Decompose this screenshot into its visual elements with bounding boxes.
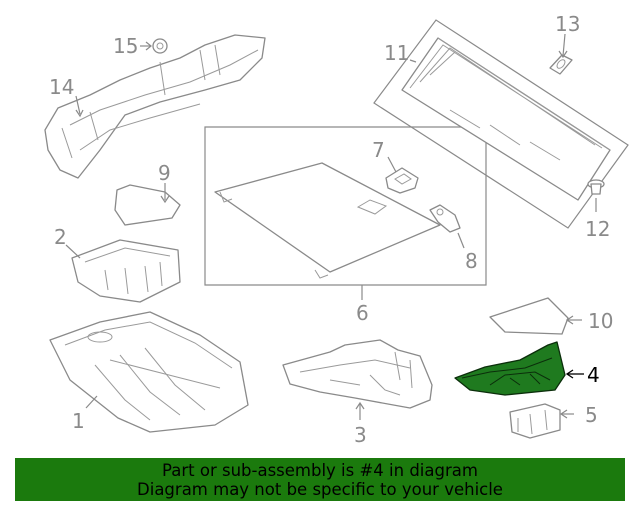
callout-3: 3 [354, 423, 367, 447]
group-box-6 [204, 126, 487, 286]
part-15-clip [152, 38, 168, 54]
part-1-tub [49, 311, 249, 433]
leader-lines [65, 33, 597, 420]
callout-7: 7 [372, 138, 385, 162]
part-12-fastener [587, 179, 605, 195]
callout-1: 1 [72, 409, 85, 433]
callout-8: 8 [465, 249, 478, 273]
part-13-clip [549, 54, 573, 75]
part-7-clip [385, 167, 419, 194]
part-4-highlighted [454, 341, 566, 396]
callout-9: 9 [158, 161, 171, 185]
callout-2: 2 [54, 225, 67, 249]
callout-15: 15 [113, 34, 138, 58]
part-6-cover-board [214, 162, 441, 279]
part-10-panel [489, 297, 569, 335]
info-banner: Part or sub-assembly is #4 in diagram Di… [15, 458, 625, 501]
part-5-bracket [509, 403, 561, 439]
callout-11: 11 [384, 41, 409, 65]
callout-4: 4 [587, 363, 600, 387]
callout-10: 10 [588, 309, 613, 333]
part-11-package-shelf [401, 37, 611, 201]
banner-line-1: Part or sub-assembly is #4 in diagram [162, 461, 478, 480]
parts-diagram: 15 14 9 2 1 6 7 8 11 13 12 10 4 3 5 [44, 12, 629, 447]
callout-6: 6 [356, 301, 369, 325]
callout-12: 12 [585, 217, 610, 241]
banner-line-2: Diagram may not be specific to your vehi… [137, 480, 503, 499]
group-box-11 [373, 19, 629, 229]
part-14-rear-panel [44, 34, 266, 179]
part-9-bracket [114, 184, 181, 226]
callout-14: 14 [49, 75, 74, 99]
part-8-hook [429, 204, 461, 233]
part-2-tray [71, 239, 181, 303]
part-3-foam-insert [282, 339, 433, 409]
callout-5: 5 [585, 403, 598, 427]
callout-13: 13 [555, 12, 580, 36]
